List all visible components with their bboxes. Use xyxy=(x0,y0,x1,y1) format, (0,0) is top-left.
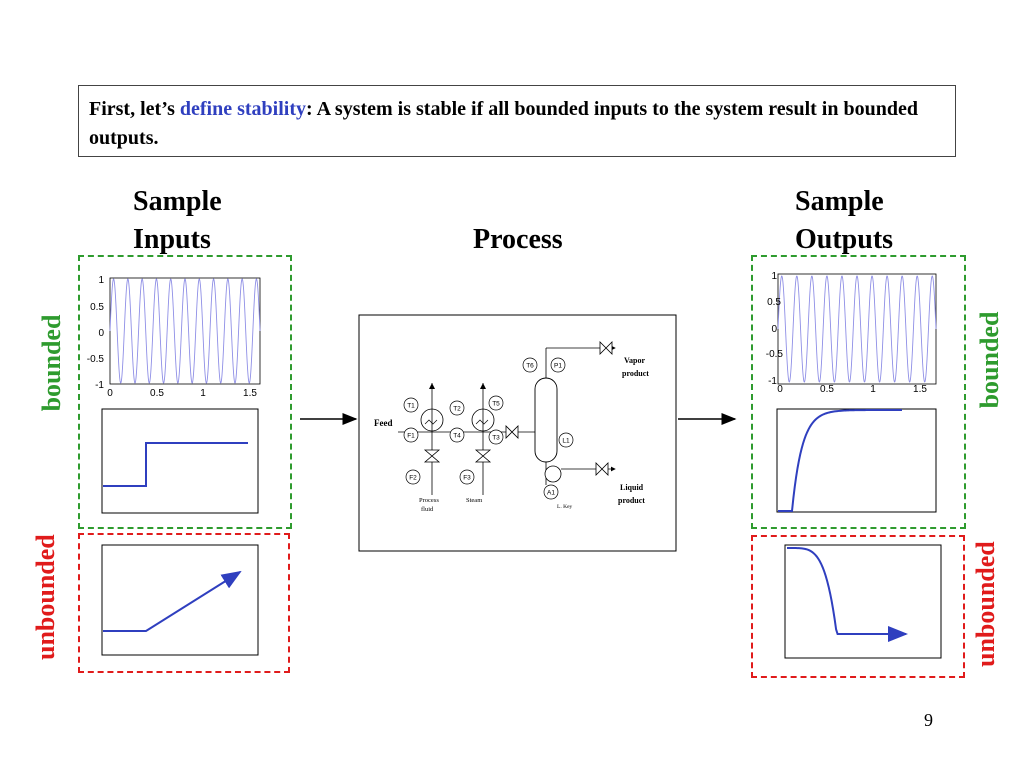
vapor-valve xyxy=(599,341,613,355)
y-tick: 0 xyxy=(771,324,777,335)
sample-inputs-line2: Inputs xyxy=(133,224,211,255)
sine-input-y-ticks: 1 0.5 0 -0.5 -1 xyxy=(87,275,105,391)
process-heading: Process xyxy=(473,224,563,255)
definition-prefix: First, let’s xyxy=(89,98,180,120)
step-input-curve xyxy=(103,442,248,487)
x-tick: 1 xyxy=(870,384,876,395)
vapor-label-2: product xyxy=(622,369,649,378)
x-tick: 0 xyxy=(777,384,783,395)
steam-label: Steam xyxy=(466,497,482,504)
tag-t1: T1 xyxy=(407,403,415,410)
sample-outputs-line2: Outputs xyxy=(795,224,894,255)
x-tick: 0.5 xyxy=(820,384,834,395)
x-tick: 1.5 xyxy=(913,384,927,395)
definition-rest: : A system is stable if all bounded inpu… xyxy=(89,98,918,149)
tag-p1: P1 xyxy=(554,363,562,370)
step-input-frame xyxy=(101,408,259,514)
y-tick: -0.5 xyxy=(766,349,784,360)
unbounded-outputs-region xyxy=(751,535,965,678)
process-fluid-valve xyxy=(423,449,441,463)
x-tick: 0 xyxy=(107,388,113,399)
lkey-label: L. Key xyxy=(557,504,573,510)
feed-label: Feed xyxy=(374,418,393,428)
tag-t2: T2 xyxy=(453,406,461,413)
ramp-input-frame xyxy=(101,544,259,656)
step-response-curve xyxy=(778,409,902,512)
ramp-input-curve xyxy=(103,570,242,632)
unbounded-response-frame xyxy=(784,544,942,659)
liquid-valve xyxy=(595,462,609,476)
page-number: 9 xyxy=(924,710,933,730)
sine-output-curve xyxy=(777,275,937,383)
bounded-inputs-region xyxy=(78,255,292,529)
sample-outputs-line1: Sample xyxy=(795,186,884,217)
tag-f1: F1 xyxy=(407,433,415,440)
sine-input-x-ticks: 0 0.5 1 1.5 xyxy=(107,388,257,399)
sine-input-curve xyxy=(109,278,261,384)
x-tick: 1.5 xyxy=(243,388,257,399)
process-diagram: T1 F1 F2 T2 T4 F3 T5 T3 T6 P1 L1 A1 Feed xyxy=(358,314,677,552)
sample-outputs-heading: Sample Outputs xyxy=(795,183,893,259)
tag-t5: T5 xyxy=(492,401,500,408)
sample-inputs-line1: Sample xyxy=(133,186,222,217)
unbounded-response-plot xyxy=(784,544,942,659)
step-input-plot xyxy=(101,408,259,514)
y-tick: 0.5 xyxy=(90,302,104,313)
process-fluid-label-2: fluid xyxy=(421,506,434,513)
sine-output-plot: 1 0.5 0 -0.5 -1 0 0.5 1 1.5 xyxy=(766,271,937,395)
x-tick: 1 xyxy=(200,388,206,399)
y-tick: 0 xyxy=(98,328,104,339)
tag-f3: F3 xyxy=(463,475,471,482)
vapor-label: Vapor xyxy=(624,356,645,365)
y-tick: -1 xyxy=(768,376,777,387)
bounded-outputs-region xyxy=(751,255,966,529)
tag-l1: L1 xyxy=(562,438,570,445)
instrument-tags: T1 F1 F2 T2 T4 F3 T5 T3 T6 P1 L1 A1 xyxy=(403,357,574,500)
unbounded-response-curve xyxy=(787,547,908,642)
x-tick: 0.5 xyxy=(150,388,164,399)
y-tick: 1 xyxy=(98,275,104,286)
process-fluid-label: Process xyxy=(419,497,439,504)
y-tick: 1 xyxy=(771,271,777,282)
y-tick: -1 xyxy=(95,380,104,391)
sine-input-frame xyxy=(109,277,261,385)
ramp-input-plot xyxy=(101,544,259,656)
tag-t3: T3 xyxy=(492,435,500,442)
tag-t4: T4 xyxy=(453,433,461,440)
distillation-column xyxy=(534,377,558,463)
tag-f2: F2 xyxy=(409,475,417,482)
definition-box: First, let’s define stability: A system … xyxy=(78,85,956,157)
tag-t6: T6 xyxy=(526,363,534,370)
step-response-plot xyxy=(776,408,937,513)
sine-output-frame xyxy=(777,273,937,385)
feed-valve xyxy=(505,425,519,439)
liquid-label-2: product xyxy=(618,496,645,505)
sine-input-plot: 1 0.5 0 -0.5 -1 0 0.5 1 1.5 xyxy=(87,275,261,399)
definition-highlight: define stability xyxy=(179,98,307,120)
liquid-label: Liquid xyxy=(620,483,644,492)
tag-a1: A1 xyxy=(547,490,555,497)
y-tick: 0.5 xyxy=(767,297,781,308)
bottoms-pump xyxy=(544,465,562,483)
steam-valve xyxy=(474,449,492,463)
sine-output-y-ticks: 1 0.5 0 -0.5 -1 xyxy=(766,271,784,387)
sample-inputs-heading: Sample Inputs xyxy=(133,183,222,259)
sine-output-x-ticks: 0 0.5 1 1.5 xyxy=(777,384,927,395)
y-tick: -0.5 xyxy=(87,354,105,365)
unbounded-inputs-region xyxy=(78,533,290,673)
step-response-frame xyxy=(776,408,937,513)
